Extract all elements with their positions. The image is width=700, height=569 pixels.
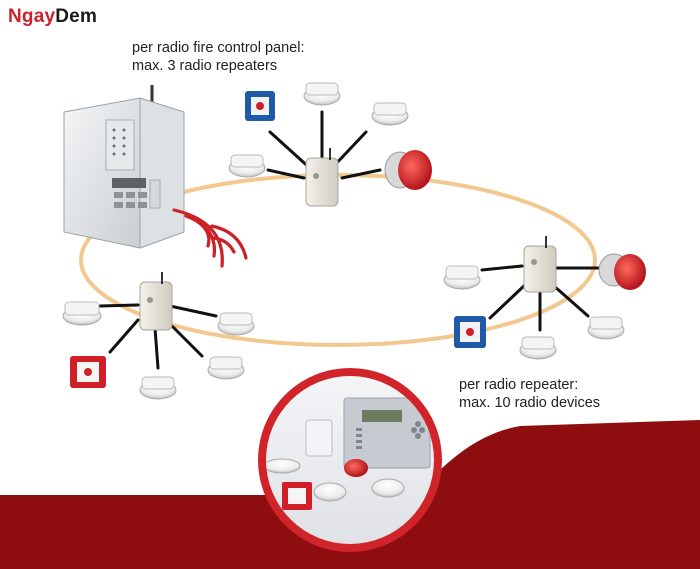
smoke-detector-top-1 (303, 82, 341, 106)
ngaydem-logo[interactable]: NgayDem (8, 6, 97, 28)
repeater-left (139, 281, 173, 331)
smoke-detector-left-4 (207, 356, 245, 380)
left-repeater-cluster (62, 272, 255, 400)
red-call-point-left (70, 356, 106, 388)
smoke-detector-left-1 (62, 301, 102, 326)
panel-caption-line-2: max. 3 radio repeaters (132, 58, 278, 74)
repeater-caption-line-1: per radio repeater: (459, 377, 579, 393)
logo-part-2: Dem (55, 6, 98, 27)
top-repeater-cluster (228, 82, 432, 207)
bottom-banner (0, 420, 700, 569)
right-repeater-cluster (443, 236, 646, 360)
smoke-detector-top-3 (228, 154, 266, 178)
repeater-top (305, 157, 339, 207)
smoke-detector-top-2 (371, 102, 409, 126)
panel-caption: per radio fire control panel: max. 3 rad… (132, 39, 305, 75)
smoke-detector-right-1 (443, 265, 481, 290)
smoke-detector-right-3 (587, 316, 625, 340)
blue-call-point-top (245, 91, 275, 121)
repeater-caption-line-2: max. 10 radio devices (459, 395, 601, 411)
siren-right (598, 253, 646, 290)
repeater-right (523, 245, 557, 293)
repeater-caption: per radio repeater: max. 10 radio device… (459, 376, 600, 412)
panel-caption-line-1: per radio fire control panel: (132, 40, 305, 56)
smoke-detector-left-3 (139, 376, 177, 400)
radio-waves-icon (172, 208, 248, 268)
blue-call-point-right (454, 316, 486, 348)
logo-part-1: Ngay (8, 6, 56, 27)
fire-control-panel (63, 85, 185, 249)
siren-top (384, 150, 432, 190)
smoke-detector-right-2 (519, 336, 557, 360)
smoke-detector-left-2 (217, 312, 255, 336)
product-inset-photo (258, 368, 442, 552)
